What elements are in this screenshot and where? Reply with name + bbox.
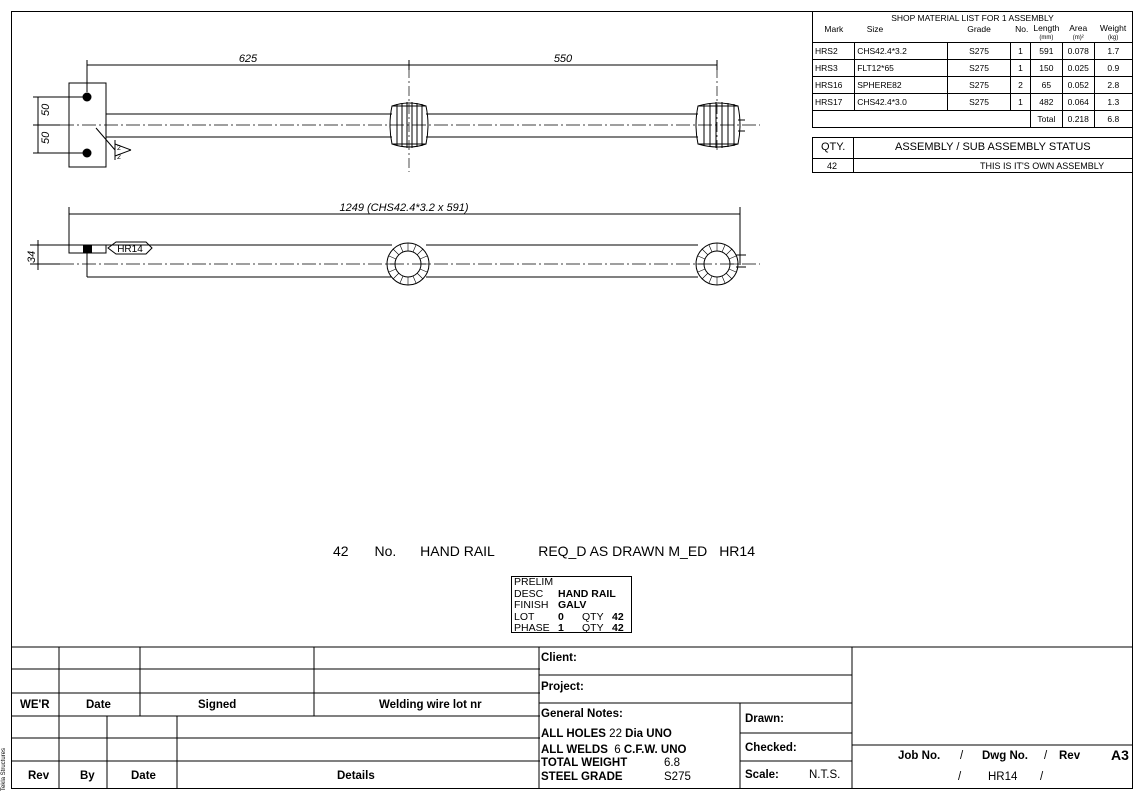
signed-label: Signed (198, 699, 237, 711)
shop-material-list: SHOP MATERIAL LIST FOR 1 ASSEMBLY Mark S… (811, 11, 1134, 128)
dim-34: 34 (26, 251, 38, 263)
prelim-label: PRELIM (514, 576, 554, 588)
dim-overall: 1249 (CHS42.4*3.2 x 591) (339, 202, 468, 214)
prelim-desc: HAND RAIL (558, 587, 616, 600)
col-grade: Grade (967, 24, 991, 34)
assembly-tag-shape (107, 241, 153, 255)
rev-label: Rev (1059, 750, 1081, 762)
date-column-label: Date (131, 770, 156, 782)
title-desc: HAND RAIL (420, 543, 495, 559)
col-area: Area (1069, 23, 1088, 33)
scale-value: N.T.S. (809, 769, 841, 781)
col-no: No. (1015, 24, 1029, 34)
drawn-label: Drawn: (745, 713, 784, 725)
status-text: THIS IS IT'S OWN ASSEMBLY (980, 161, 1105, 171)
separator-2: / (1044, 750, 1048, 762)
col-size: Size (866, 24, 884, 34)
dim-50-upper: 50 (40, 103, 52, 116)
total-weight-value: 6.8 (664, 757, 680, 769)
by-column-label: By (80, 770, 95, 782)
dwg-no-label: Dwg No. (982, 750, 1028, 762)
client-label: Client: (541, 652, 577, 664)
software-side-text: Tekla Structures (1, 747, 7, 791)
sheet-size: A3 (1111, 747, 1129, 763)
total-weight-label: TOTAL WEIGHT (541, 757, 628, 769)
weld-size-1: 2 (117, 145, 121, 152)
drawing-frame (11, 11, 1133, 789)
status-qty: 42 (827, 161, 838, 171)
col-length: Length (1033, 23, 1060, 33)
prelim-lot: 0 (558, 610, 564, 623)
separator-1: / (960, 750, 964, 762)
prelim-finish: GALV (558, 599, 587, 611)
assembly-status: QTY. ASSEMBLY / SUB ASSEMBLY STATUS 42 T… (812, 137, 1133, 173)
title-qty: 42 (333, 543, 349, 559)
assembly-tag: HR14 (117, 244, 143, 255)
col-weight-unit: (kg) (1107, 35, 1119, 41)
welding-wire-label: Welding wire lot nr (379, 699, 482, 711)
col-area-unit: (m)² (1072, 35, 1084, 41)
drawing-views: 625 550 50 50 2 2 (26, 53, 760, 286)
separator-4: / (1040, 771, 1044, 783)
col-weight: Weight (1099, 23, 1127, 33)
status-qty-label: QTY. (821, 141, 846, 153)
project-label: Project: (541, 681, 584, 693)
bolt-hole-top (82, 92, 92, 102)
all-welds-note: ALL WELDS 6 C.F.W. UNO (541, 744, 687, 756)
all-holes-note: ALL HOLES 22 Dia UNO (541, 728, 672, 740)
title-req: REQ_D AS DRAWN M_ED (538, 543, 708, 559)
dwg-no-value: HR14 (988, 771, 1018, 783)
checked-label: Checked: (745, 742, 797, 754)
dim-625: 625 (239, 53, 258, 65)
sphere-top-1 (389, 102, 429, 148)
prelim-phase-qty: 42 (612, 622, 624, 634)
sphere-side-1 (386, 242, 430, 286)
title-no: No. (374, 543, 397, 559)
job-no-label: Job No. (898, 750, 941, 762)
wer-label: WE'R (20, 699, 50, 711)
separator-3: / (958, 771, 962, 783)
col-mark: Mark (824, 24, 844, 34)
title-mark: HR14 (719, 543, 755, 559)
details-column-label: Details (337, 770, 375, 782)
steel-grade-label: STEEL GRADE (541, 771, 623, 783)
prelim-lot-qty: 42 (612, 610, 624, 623)
sphere-side-2 (695, 242, 739, 286)
bolt-hole-bottom (82, 148, 92, 158)
steel-grade-value: S275 (664, 771, 691, 783)
col-length-unit: (mm) (1039, 35, 1054, 41)
dim-550: 550 (554, 53, 573, 65)
dim-50-lower: 50 (40, 131, 52, 144)
material-list-title: SHOP MATERIAL LIST FOR 1 ASSEMBLY (812, 11, 1133, 24)
sphere-top-2 (695, 102, 741, 148)
prelim-phase: 1 (558, 622, 564, 634)
drawing-title-line: 42 No. HAND RAIL REQ_D AS DRAWN M_ED HR1… (333, 543, 755, 559)
rev-column-label: Rev (28, 770, 50, 782)
status-title: ASSEMBLY / SUB ASSEMBLY STATUS (895, 141, 1091, 153)
weld-size-2: 2 (117, 154, 121, 161)
scale-label: Scale: (745, 769, 779, 781)
date-label: Date (86, 699, 111, 711)
general-notes-label: General Notes: (541, 708, 623, 720)
